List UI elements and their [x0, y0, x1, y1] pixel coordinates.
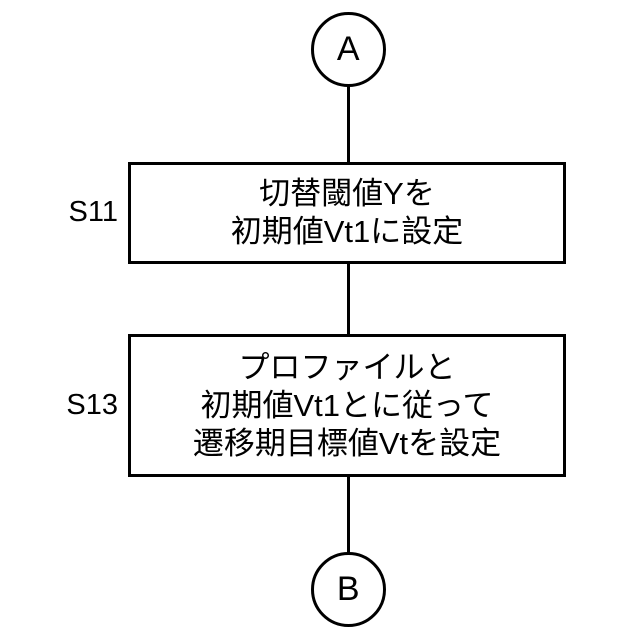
process-box-s11: 切替閾値Yを 初期値Vt1に設定 — [128, 162, 566, 264]
flow-line-a-to-s11 — [347, 85, 350, 164]
step-label-s13: S13 — [66, 389, 118, 421]
step-label-s11: S11 — [68, 196, 118, 228]
connector-circle-a: A — [311, 12, 386, 87]
flow-line-s13-to-b — [347, 475, 350, 554]
process-box-s11-line-2: 初期値Vt1に設定 — [230, 214, 464, 249]
flow-line-s11-to-s13 — [347, 262, 350, 336]
connector-b-label: B — [336, 569, 361, 608]
connector-circle-b: B — [311, 552, 386, 627]
process-box-s13: プロファイルと 初期値Vt1とに従って 遷移期目標値Vtを設定 — [128, 334, 566, 477]
process-box-s13-line-2: 初期値Vt1とに従って — [200, 387, 494, 423]
connector-a-label: A — [336, 29, 361, 68]
process-box-s13-line-1: プロファイルと — [238, 349, 456, 385]
process-box-s11-line-1: 切替閾値Yを — [259, 176, 435, 211]
process-box-s13-line-3: 遷移期目標値Vtを設定 — [192, 425, 502, 461]
